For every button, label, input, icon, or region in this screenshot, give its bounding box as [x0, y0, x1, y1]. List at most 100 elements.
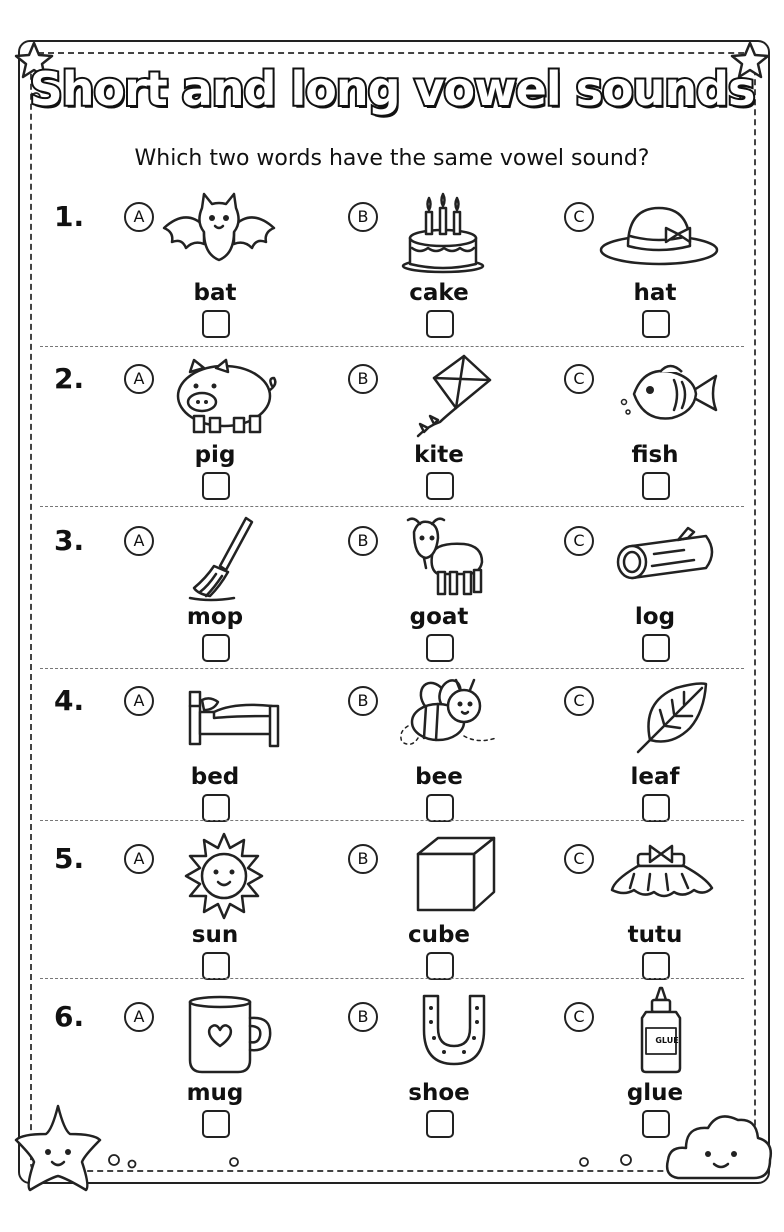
option-letter-badge: A [124, 364, 154, 394]
option-letter-badge: C [564, 526, 594, 556]
question-number: 1. [54, 200, 85, 233]
question-row: 2. A pig B kite C [40, 350, 744, 510]
sun-icon [184, 832, 264, 920]
answer-checkbox[interactable] [642, 1110, 670, 1138]
option: A sun [100, 830, 300, 990]
question-number: 2. [54, 362, 85, 395]
star-icon [14, 41, 54, 79]
hat-icon [599, 206, 719, 266]
option-word: bed [190, 764, 240, 790]
option: A mug [100, 988, 300, 1148]
answer-checkbox[interactable] [202, 1110, 230, 1138]
option: A bat [100, 188, 300, 348]
goat-icon [406, 517, 484, 596]
option-word: tutu [627, 922, 683, 948]
question-row: 3. A mop B goat C [40, 512, 744, 672]
answer-checkbox[interactable] [426, 310, 454, 338]
option-letter-badge: A [124, 202, 154, 232]
option-letter-badge: A [124, 1002, 154, 1032]
option-word: cake [409, 280, 469, 306]
option: C hat [540, 188, 740, 348]
option: B goat [324, 512, 524, 672]
answer-checkbox[interactable] [642, 634, 670, 662]
answer-checkbox[interactable] [642, 472, 670, 500]
option: A bed [100, 672, 300, 832]
answer-checkbox[interactable] [642, 952, 670, 980]
question-row: 4. A bed B bee C [40, 672, 744, 832]
leaf-icon [636, 682, 708, 754]
question-row: 1. A bat B cake C [40, 188, 744, 348]
option-word: bee [415, 764, 463, 790]
bat-icon [162, 192, 276, 262]
glue-bottle-label: GLUE [655, 1036, 679, 1045]
option: B cake [324, 188, 524, 348]
bed-icon [188, 690, 280, 748]
fish-icon [620, 364, 718, 420]
row-divider [40, 506, 744, 507]
option: B shoe [324, 988, 524, 1148]
option-letter-badge: A [124, 686, 154, 716]
answer-checkbox[interactable] [202, 794, 230, 822]
option: C log [540, 512, 740, 672]
option-word: leaf [630, 764, 680, 790]
answer-checkbox[interactable] [202, 952, 230, 980]
question-number: 6. [54, 1000, 85, 1033]
answer-checkbox[interactable] [202, 634, 230, 662]
row-divider [40, 346, 744, 347]
option-letter-badge: C [564, 686, 594, 716]
option: B bee [324, 672, 524, 832]
answer-checkbox[interactable] [426, 1110, 454, 1138]
option-word: log [634, 604, 676, 630]
option-letter-badge: B [348, 526, 378, 556]
log-icon [616, 526, 714, 580]
answer-checkbox[interactable] [202, 472, 230, 500]
option-word: bat [193, 280, 237, 306]
row-divider [40, 820, 744, 821]
option-word: pig [194, 442, 236, 468]
pig-icon [176, 358, 277, 434]
smiling-star-icon [14, 1104, 102, 1192]
row-divider [40, 668, 744, 669]
option: B cube [324, 830, 524, 990]
mop-icon [188, 516, 254, 602]
option: A pig [100, 350, 300, 510]
answer-checkbox[interactable] [426, 952, 454, 980]
option-word: cube [407, 922, 471, 948]
horseshoe-icon [422, 994, 486, 1066]
option-letter-badge: C [564, 1002, 594, 1032]
answer-checkbox[interactable] [426, 794, 454, 822]
option-word: hat [633, 280, 677, 306]
option-letter-badge: B [348, 364, 378, 394]
star-icon [730, 41, 770, 79]
option-word: glue [626, 1080, 684, 1106]
option-letter-badge: B [348, 1002, 378, 1032]
answer-checkbox[interactable] [642, 310, 670, 338]
bee-icon [400, 678, 497, 745]
row-divider [40, 978, 744, 979]
answer-checkbox[interactable] [426, 634, 454, 662]
option: B kite [324, 350, 524, 510]
option-word: fish [631, 442, 679, 468]
option-word: sun [191, 922, 239, 948]
option-word: kite [414, 442, 464, 468]
option: C leaf [540, 672, 740, 832]
page-title: Short and long vowel sounds [28, 60, 758, 118]
answer-checkbox[interactable] [202, 310, 230, 338]
cake-icon [401, 192, 485, 274]
option-letter-badge: B [348, 844, 378, 874]
question-row: 5. A sun B cube C tutu [40, 830, 744, 990]
option-letter-badge: C [564, 364, 594, 394]
tutu-icon [610, 844, 714, 898]
option: A mop [100, 512, 300, 672]
question-row: 6. A mug B shoe C GLUE glue [40, 986, 744, 1148]
option-letter-badge: C [564, 202, 594, 232]
mug-icon [188, 995, 272, 1074]
option-word: shoe [408, 1080, 470, 1106]
answer-checkbox[interactable] [642, 794, 670, 822]
page-inner-border [30, 52, 756, 1172]
option-letter-badge: A [124, 844, 154, 874]
option-letter-badge: C [564, 844, 594, 874]
kite-icon [416, 354, 492, 438]
answer-checkbox[interactable] [426, 472, 454, 500]
option: C tutu [540, 830, 740, 990]
